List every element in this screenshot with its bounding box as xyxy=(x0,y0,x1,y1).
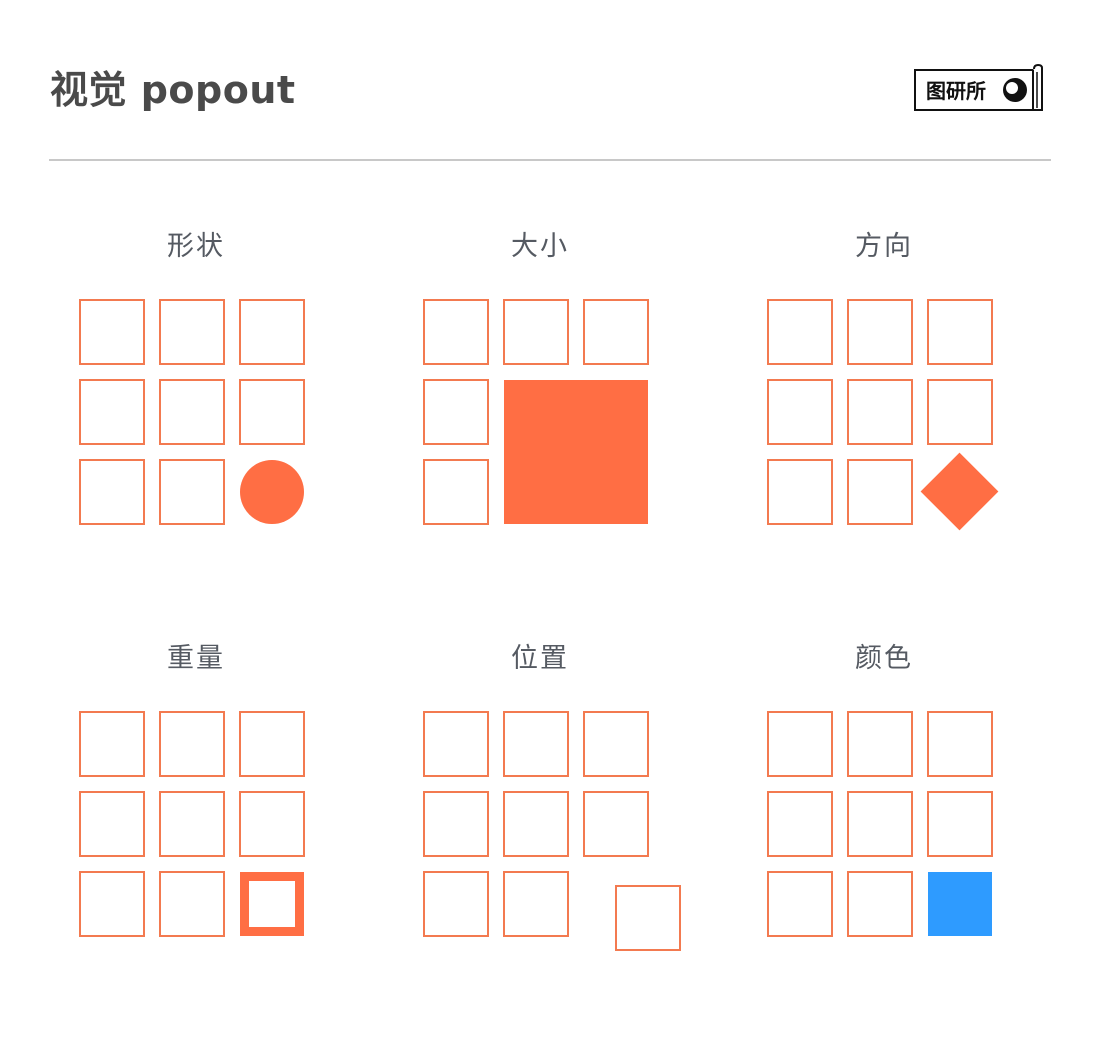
grid-cell xyxy=(239,791,305,857)
panel-label-shape: 形状 xyxy=(167,231,225,262)
grid-cell xyxy=(503,711,569,777)
page-title: 视觉 popout xyxy=(50,68,296,112)
grid-cell xyxy=(423,791,489,857)
grid-cell xyxy=(583,711,649,777)
popout-large-square xyxy=(504,380,648,524)
grid-cell xyxy=(927,299,993,365)
grid-cell xyxy=(79,299,145,365)
grid-cell xyxy=(423,711,489,777)
popout-blue-square xyxy=(928,872,992,936)
popout-offset-square xyxy=(615,885,681,951)
grid-cell xyxy=(583,299,649,365)
panel-size: 大小 xyxy=(420,230,660,550)
grid-cell xyxy=(423,379,489,445)
logo: 图研所 xyxy=(914,63,1046,112)
grid-cell xyxy=(79,459,145,525)
popout-thick-square xyxy=(240,872,304,936)
grid-cell xyxy=(79,379,145,445)
panel-position: 位置 xyxy=(420,642,681,962)
panel-label-color: 颜色 xyxy=(855,643,913,674)
grid-cell xyxy=(79,871,145,937)
grid-cell xyxy=(767,791,833,857)
grid-cell xyxy=(159,379,225,445)
grid-cell xyxy=(927,711,993,777)
grid-cell xyxy=(503,871,569,937)
grid-cell xyxy=(767,299,833,365)
grid-cell xyxy=(767,459,833,525)
logo-text: 图研所 xyxy=(926,79,986,103)
grid-cell xyxy=(847,379,913,445)
panel-orientation: 方向 xyxy=(764,230,1004,550)
grid-cell xyxy=(423,299,489,365)
grid-cell xyxy=(159,711,225,777)
grid-cell xyxy=(847,871,913,937)
grid-cell xyxy=(239,711,305,777)
grid-cell xyxy=(423,871,489,937)
grid-cell xyxy=(767,379,833,445)
panel-weight: 重量 xyxy=(76,642,316,962)
grid-cell xyxy=(583,791,649,857)
logo-graphic: 图研所 xyxy=(914,63,1043,111)
grid-cell xyxy=(159,299,225,365)
panel-label-orientation: 方向 xyxy=(855,231,913,262)
grid-cell xyxy=(847,459,913,525)
popout-rotated-square xyxy=(920,452,999,531)
grid-cell xyxy=(159,459,225,525)
grid-cell xyxy=(847,299,913,365)
grid-cell xyxy=(927,379,993,445)
popout-circle xyxy=(240,460,304,524)
grid-cell xyxy=(159,791,225,857)
header-divider xyxy=(49,159,1051,161)
grid-cell xyxy=(423,459,489,525)
panel-color: 颜色 xyxy=(764,642,1004,962)
panel-label-position: 位置 xyxy=(511,643,569,674)
grid-cell xyxy=(239,299,305,365)
grid-cell xyxy=(847,711,913,777)
grid-cell xyxy=(503,791,569,857)
grid-cell xyxy=(239,379,305,445)
grid-cell xyxy=(767,871,833,937)
grid-cell xyxy=(927,791,993,857)
panel-shape: 形状 xyxy=(76,230,316,550)
panel-label-weight: 重量 xyxy=(167,643,225,674)
panel-label-size: 大小 xyxy=(511,231,569,262)
grid-cell xyxy=(503,299,569,365)
grid-cell xyxy=(159,871,225,937)
grid-cell xyxy=(767,711,833,777)
grid-cell xyxy=(79,711,145,777)
grid-cell xyxy=(847,791,913,857)
grid-cell xyxy=(79,791,145,857)
